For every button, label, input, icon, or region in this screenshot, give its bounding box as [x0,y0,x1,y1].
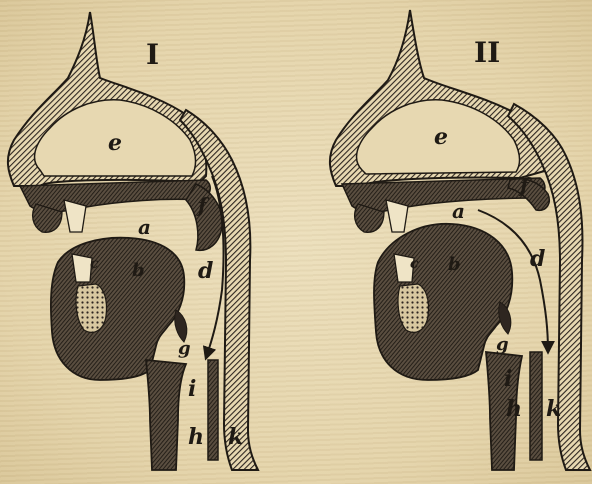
upper-teeth [64,200,86,232]
label-k-2: k [546,396,561,422]
label-g: g [178,338,191,359]
label-d-2: d [530,246,545,272]
label-c: c [90,256,99,272]
jaw-bone [76,284,107,332]
label-e: e [108,130,122,156]
figure-one: I e f a b c d g i h k [8,12,258,470]
gullet [208,360,218,460]
label-i: i [188,376,196,402]
figure-number-one: I [146,38,159,71]
label-c-2: c [410,256,419,272]
epiglottis-2 [499,302,511,334]
label-i-2: i [504,366,512,392]
label-a: a [138,215,151,239]
label-a-2: a [452,199,465,223]
figure-number-two: II [474,36,500,69]
label-b-2: b [448,254,461,275]
jaw-bone-2 [398,284,429,332]
label-h-2: h [506,396,522,422]
label-e-2: e [434,124,448,150]
label-b: b [132,260,145,281]
tongue [51,238,184,380]
label-h: h [188,424,204,450]
label-d: d [198,258,213,284]
windpipe [146,360,186,470]
lower-teeth [72,254,92,282]
figure-two: II e f a b c d g i h k [330,10,590,470]
label-k: k [228,424,243,450]
label-g-2: g [496,334,509,355]
gullet-2 [530,352,542,460]
upper-teeth-2 [386,200,408,232]
